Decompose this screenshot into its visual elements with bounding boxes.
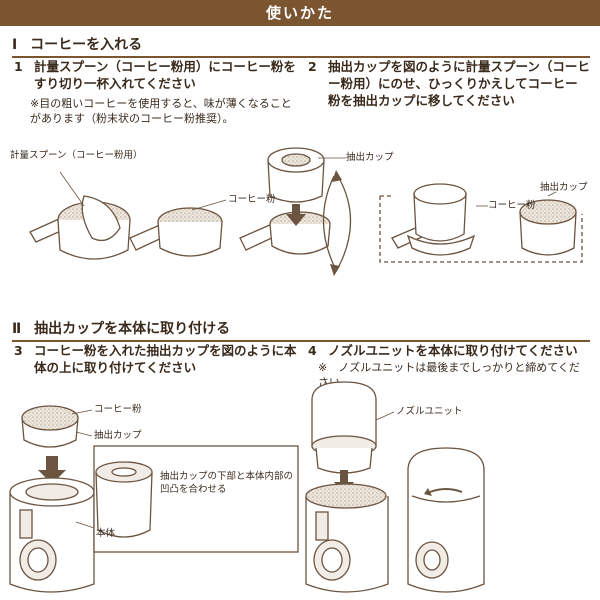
- step-2: 2 抽出カップを図のように計量スプーン（コーヒー粉用）にのせ、ひっくりかえしてコ…: [308, 58, 590, 109]
- label-nozzle-unit: ノズルユニット: [396, 406, 463, 417]
- flipped-cup-illustration: [391, 183, 476, 256]
- step-1-text: 計量スプーン（コーヒー粉用）にコーヒー粉をすり切り一杯入れてください: [34, 59, 296, 91]
- section-1-heading: Ⅰ コーヒーを入れる: [12, 34, 590, 58]
- label-coffee-powder-2: コーヒー粉: [488, 200, 536, 211]
- step-2-text: 抽出カップを図のように計量スプーン（コーヒー粉用）にのせ、ひっくりかえしてコーヒ…: [328, 59, 590, 108]
- step3-cup-illustration: [21, 405, 79, 484]
- section-2-heading: Ⅱ 抽出カップを本体に取り付ける: [12, 318, 590, 342]
- section-2-numeral: Ⅱ: [12, 321, 22, 337]
- step-4: 4 ノズルユニットを本体に取り付けてください: [308, 342, 590, 359]
- assembled-unit-illustration: [407, 447, 485, 593]
- cup-on-spoon-illustration: [239, 147, 352, 276]
- step-1: 1 計量スプーン（コーヒー粉用）にコーヒー粉をすり切り一杯入れてください: [14, 58, 304, 92]
- step-3-text: コーヒー粉を入れた抽出カップを図のように本体の上に取り付けてください: [34, 343, 297, 375]
- section-1-rule: [12, 56, 590, 58]
- swap-dashed-guide: [379, 195, 583, 263]
- label-extraction-cup-2: 抽出カップ: [540, 182, 588, 193]
- step-1-note: ※目の粗いコーヒーを使用すると、味が薄くなることがあります（粉末状のコーヒー粉推…: [30, 97, 292, 125]
- label-extraction-cup-3: 抽出カップ: [94, 430, 142, 441]
- label-coffee-powder-1: コーヒー粉: [228, 194, 276, 205]
- spoon-scoop-illustration: [29, 195, 131, 260]
- zoom-detail-box: [93, 445, 299, 553]
- section-1-title: コーヒーを入れる: [30, 37, 143, 53]
- label-extraction-cup-1: 抽出カップ: [346, 152, 394, 163]
- step4-body-illustration: [305, 483, 389, 593]
- label-coffee-powder-3: コーヒー粉: [94, 404, 142, 415]
- step3-body-illustration: [9, 477, 95, 593]
- section-1-numeral: Ⅰ: [12, 37, 18, 53]
- section-2-title: 抽出カップを本体に取り付ける: [34, 321, 231, 337]
- step-3-number: 3: [14, 343, 23, 358]
- label-body: 本体: [96, 528, 116, 539]
- page-title: 使いかた: [0, 0, 600, 26]
- step-1-number: 1: [14, 59, 23, 74]
- section-2-rule: [12, 340, 590, 342]
- label-measuring-spoon: 計量スプーン（コーヒー粉用）: [10, 150, 143, 161]
- spoon-filled-illustration: [129, 207, 223, 257]
- step-4-text: ノズルユニットを本体に取り付けてください: [328, 343, 578, 358]
- step-4-number: 4: [308, 343, 317, 358]
- leader-lines: [59, 157, 557, 529]
- label-align-note: 抽出カップの下部と本体内部の凹凸を合わせる: [160, 471, 294, 495]
- step-3: 3 コーヒー粉を入れた抽出カップを図のように本体の上に取り付けてください: [14, 342, 304, 376]
- cup-with-powder-illustration: [519, 199, 577, 256]
- step-2-number: 2: [308, 59, 317, 74]
- nozzle-unit-illustration: [311, 381, 377, 494]
